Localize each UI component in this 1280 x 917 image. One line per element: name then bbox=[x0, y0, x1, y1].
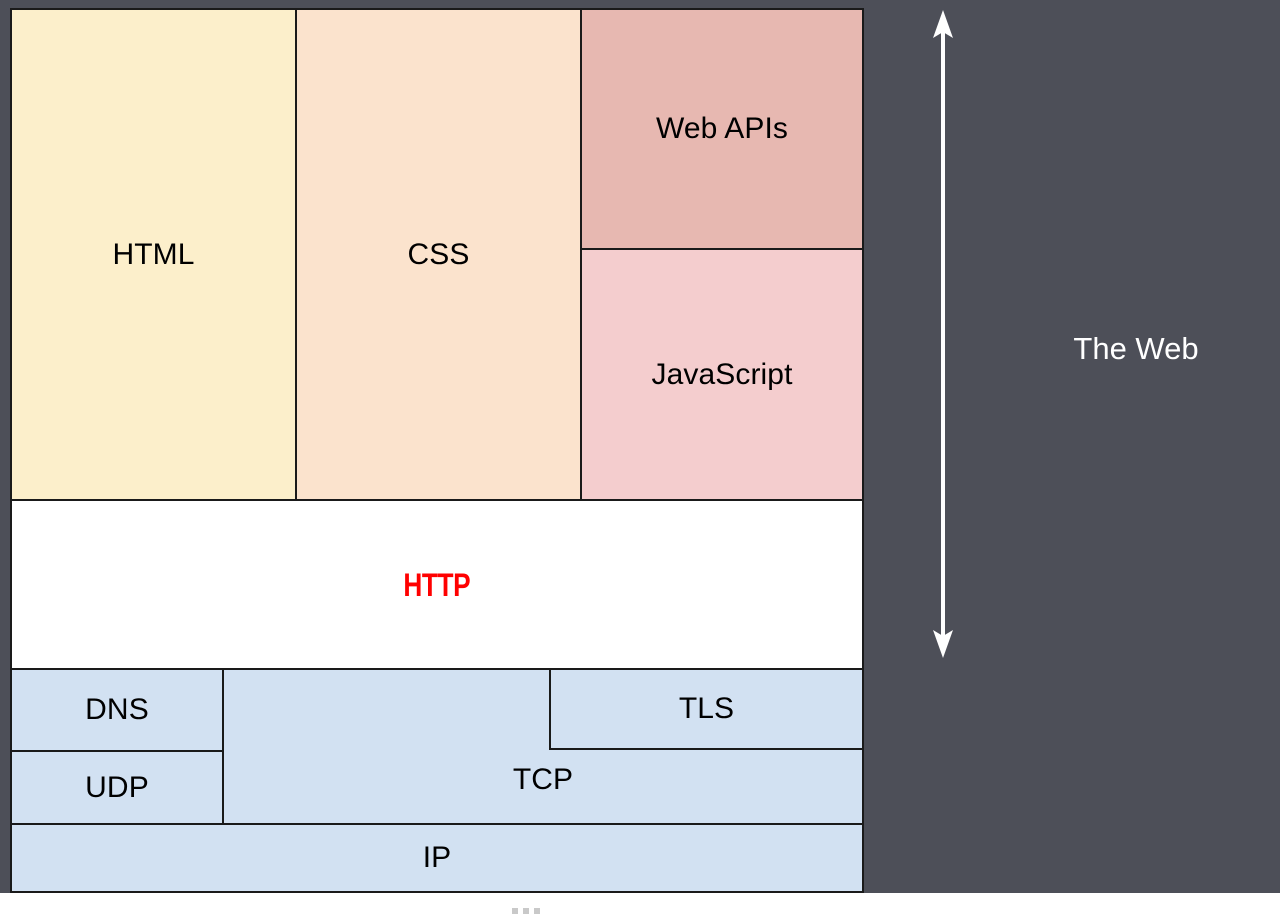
layer-box-ip[interactable]: IP bbox=[10, 823, 864, 893]
layer-box-css[interactable]: CSS bbox=[295, 8, 582, 501]
web-stack-diagram: HTML CSS Web APIs JavaScript HTTP TCP DN… bbox=[10, 8, 864, 893]
layer-label-ip: IP bbox=[422, 841, 452, 874]
layer-box-udp[interactable]: UDP bbox=[10, 750, 224, 825]
layer-box-dns[interactable]: DNS bbox=[10, 668, 224, 752]
layer-box-http[interactable]: HTTP bbox=[10, 499, 864, 670]
double-arrow-icon bbox=[922, 8, 964, 660]
layer-label-html: HTML bbox=[112, 237, 195, 271]
layer-label-tls: TLS bbox=[678, 692, 735, 725]
layer-box-html[interactable]: HTML bbox=[10, 8, 297, 501]
layer-label-tcp: TCP bbox=[512, 763, 574, 796]
layer-label-udp: UDP bbox=[85, 770, 149, 804]
layer-label-css: CSS bbox=[407, 237, 470, 271]
layer-box-web-apis[interactable]: Web APIs bbox=[580, 8, 864, 250]
resize-grip-icon[interactable] bbox=[512, 908, 540, 914]
grip-dot bbox=[512, 908, 518, 914]
grip-dot bbox=[534, 908, 540, 914]
layer-box-javascript[interactable]: JavaScript bbox=[580, 248, 864, 501]
layer-label-web-apis: Web APIs bbox=[656, 112, 788, 145]
bottom-strip bbox=[0, 893, 1280, 917]
layer-label-javascript: JavaScript bbox=[651, 357, 793, 391]
scope-label-the-web: The Web bbox=[1010, 331, 1262, 366]
scope-label-text: The Web bbox=[1073, 331, 1199, 366]
layer-label-http: HTTP bbox=[403, 566, 471, 603]
grip-dot bbox=[523, 908, 529, 914]
layer-label-dns: DNS bbox=[85, 693, 149, 726]
layer-box-tls[interactable]: TLS bbox=[549, 668, 864, 750]
